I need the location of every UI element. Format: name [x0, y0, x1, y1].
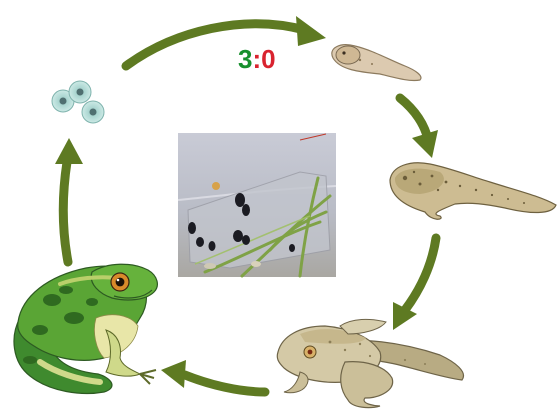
- arrow-right-lower: [405, 238, 436, 310]
- arrow-head-right-upper: [412, 130, 438, 158]
- eggs-icon: [52, 81, 104, 123]
- young-tadpole-icon: [332, 45, 421, 81]
- adult-frog-icon: [14, 264, 157, 393]
- arrow-left: [63, 162, 68, 262]
- score-separator: :: [252, 44, 261, 74]
- tadpole-icon: [390, 163, 556, 219]
- score-left-value: 3: [238, 44, 252, 74]
- arrow-head-bottom: [161, 360, 186, 388]
- arrow-right-upper: [400, 98, 428, 140]
- arrow-bottom: [185, 375, 265, 392]
- arrow-head-left: [55, 138, 83, 164]
- score-display: 3:0: [238, 44, 276, 74]
- arrow-top: [126, 24, 305, 66]
- score-right-value: 0: [261, 44, 275, 74]
- center-photo: [178, 133, 336, 277]
- froglet-icon: [277, 319, 463, 407]
- arrow-head-top: [296, 16, 326, 46]
